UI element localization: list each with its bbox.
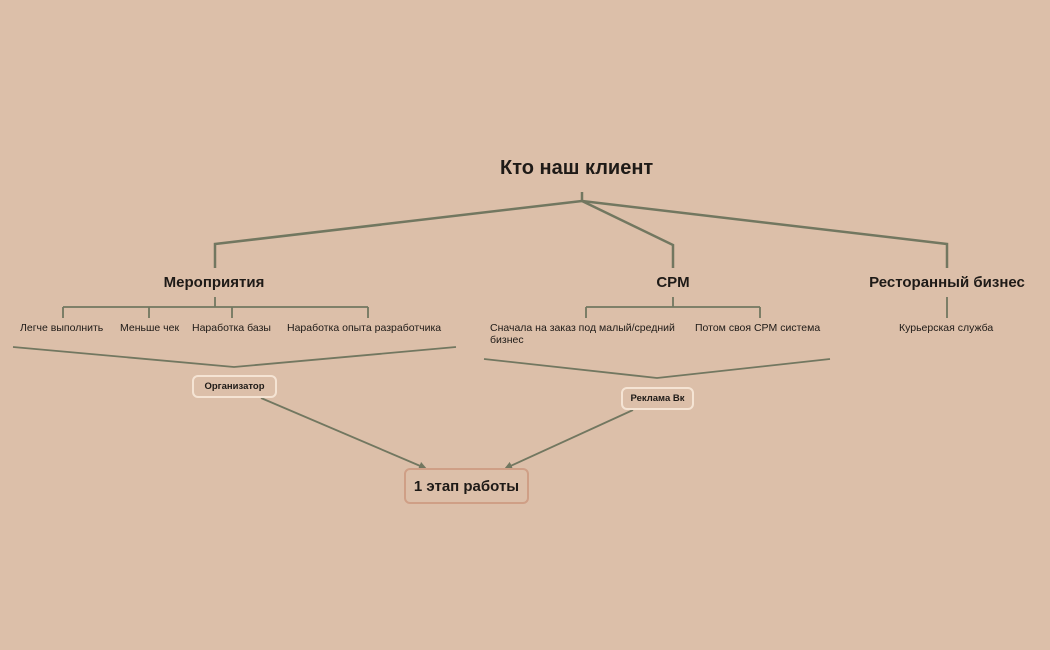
topic-cpm[interactable]: CPM — [656, 274, 690, 291]
branch-to-cpm — [581, 199, 675, 268]
subtopic-narabotka-bazy[interactable]: Наработка базы — [192, 322, 271, 334]
subtopic-menshe-chek[interactable]: Меньше чек — [120, 322, 180, 334]
branch-to-restaurant — [581, 199, 949, 268]
topic-meropriyatiya[interactable]: Мероприятия — [163, 274, 265, 291]
root-node-kto-nash-klient[interactable]: Кто наш клиент — [500, 157, 654, 179]
cpm-children-bracket — [585, 297, 761, 318]
subtopic-legche-vypolnit[interactable]: Легче выполнить — [20, 322, 104, 334]
subtopic-kurerskaya-sluzhba[interactable]: Курьерская служба — [899, 322, 994, 334]
subtopic-potom-svoya-cpm[interactable]: Потом своя CPM система — [695, 322, 821, 334]
branch-to-meropriyatiya — [213, 199, 583, 268]
subtopic-narabotka-opyta[interactable]: Наработка опыта разработчика — [287, 322, 442, 334]
meropriyatiya-summary-bracket — [12, 346, 457, 368]
subtopic-snachala-na-zakaz[interactable]: Сначала на заказ под малый/средний бизне… — [490, 322, 675, 346]
summary-organizator[interactable]: Организатор — [192, 375, 277, 398]
arrow-reklama-to-final — [504, 409, 634, 470]
topic-restaurant-business[interactable]: Ресторанный бизнес — [869, 274, 1025, 291]
summary-reklama-vk[interactable]: Реклама Вк — [621, 387, 694, 410]
final-node-1-etap-raboty[interactable]: 1 этап работы — [404, 468, 529, 504]
meropriyatiya-children-bracket — [62, 297, 369, 318]
arrow-organizer-to-final — [260, 397, 427, 470]
cpm-summary-bracket — [483, 358, 831, 379]
